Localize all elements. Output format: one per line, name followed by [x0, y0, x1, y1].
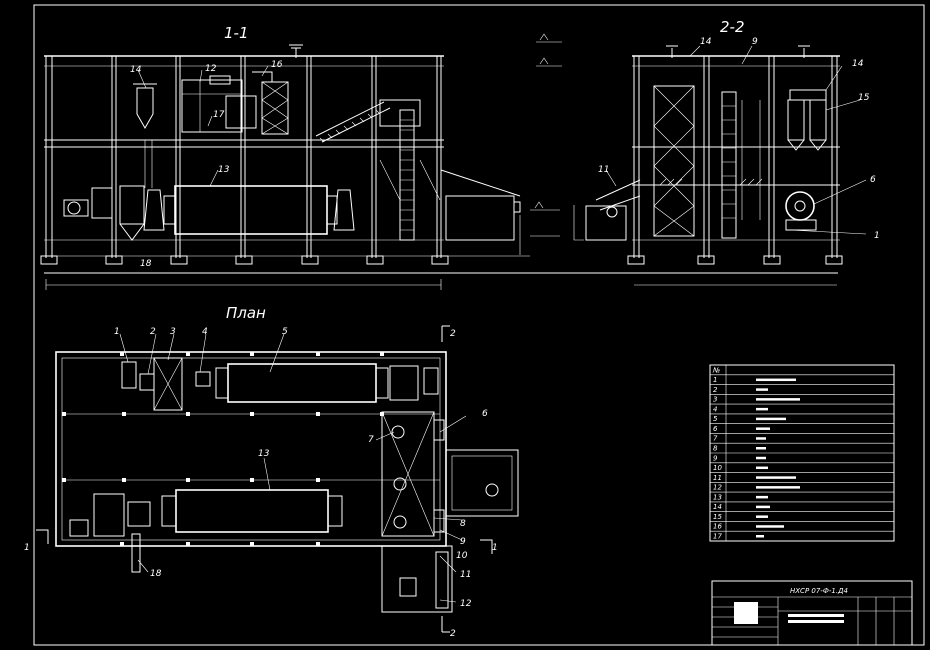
callout-2-14a: 14 [700, 37, 712, 47]
spec-row-text-mark [756, 535, 764, 538]
callout-14: 14 [130, 65, 142, 75]
plan-callout-8: 8 [460, 519, 466, 529]
spec-row-number: 8 [713, 445, 718, 453]
callout-2-15: 15 [858, 93, 870, 103]
plan-callout-10: 10 [456, 551, 468, 561]
plan-callout-13: 13 [258, 449, 270, 459]
cut-mark-2-bottom: 2 [450, 629, 456, 639]
plan-callout-18: 18 [150, 569, 162, 579]
spec-row-text-mark [756, 427, 770, 430]
plan-annex-bottom [381, 545, 453, 613]
spec-row-number: 15 [713, 513, 722, 521]
fan-6 [785, 191, 815, 221]
spec-row-text-mark [756, 466, 768, 470]
spec-row-text-mark [756, 437, 766, 440]
callout-2-14b: 14 [852, 59, 864, 69]
spec-row-text-mark [756, 417, 786, 421]
spec-row-number: 5 [713, 415, 718, 423]
callout-13: 13 [218, 165, 230, 175]
callout-17: 17 [213, 110, 225, 120]
plan-equipment-bay [381, 411, 435, 537]
spec-row-text-mark [756, 476, 796, 479]
spec-row-number: 14 [713, 503, 722, 511]
inclined-conveyor [315, 101, 391, 143]
plan-callout-7: 7 [368, 435, 374, 445]
plan-callout-4: 4 [202, 327, 208, 337]
spec-row-number: 10 [713, 464, 722, 472]
sheet-frame [33, 4, 925, 646]
spec-row-number: 12 [713, 484, 722, 492]
spec-row-text-mark [756, 486, 800, 489]
cut-mark-2-top: 2 [450, 329, 456, 339]
plan-callout-9: 9 [460, 537, 466, 547]
spec-row-number: 4 [713, 405, 717, 413]
plan-drum-13 [175, 489, 329, 533]
spec-row-number: 1 [713, 376, 717, 384]
tower-16 [261, 81, 289, 135]
spec-row-number: 17 [713, 533, 722, 541]
spec-row-text-mark [756, 515, 768, 518]
spec-row-text-mark [756, 407, 768, 411]
spec-row-number: 3 [713, 396, 717, 404]
elevator-9 [721, 91, 737, 239]
spec-row-text-mark [756, 398, 800, 401]
section-1-title: 1-1 [224, 24, 249, 42]
spec-row-number: 16 [713, 523, 722, 531]
spec-row-number: 7 [713, 435, 718, 443]
spec-row-text-mark [756, 505, 770, 509]
callout-12: 12 [205, 64, 217, 74]
plan-view: План [24, 304, 519, 639]
spec-row-number: 2 [713, 386, 718, 394]
spec-row-text-mark [756, 525, 784, 528]
plan-callout-3: 3 [170, 327, 176, 337]
callout-16: 16 [271, 60, 283, 70]
plan-callout-6: 6 [482, 409, 488, 419]
cyclone-14 [136, 87, 154, 130]
elevator-right [399, 109, 415, 241]
callout-2-9: 9 [752, 37, 758, 47]
callout-18: 18 [140, 259, 152, 269]
spec-row-text-mark [756, 495, 768, 499]
plan-callout-1: 1 [114, 327, 120, 337]
dryer-upper-12 [181, 79, 243, 133]
spec-row-number: 9 [713, 454, 718, 462]
section-2-2: 2-2 [570, 18, 880, 286]
plan-feeder-3 [153, 357, 183, 411]
spec-row-number: 13 [713, 493, 722, 501]
plan-annex [445, 449, 519, 517]
plan-drum-5 [227, 363, 377, 403]
spec-row-text-mark [756, 447, 766, 450]
spec-row-text-mark [756, 456, 766, 460]
cut-mark-1-right: 1 [492, 543, 498, 553]
external-bin [445, 195, 515, 241]
callout-2-6: 6 [870, 175, 876, 185]
spec-row-number: 11 [713, 474, 722, 482]
section-1-1: 1-1 [40, 24, 580, 290]
spec-row-number: 6 [713, 425, 718, 433]
cut-mark-1-left: 1 [24, 543, 30, 553]
callout-2-1: 1 [874, 231, 880, 241]
section-2-title: 2-2 [720, 18, 745, 36]
plan-title: План [226, 304, 266, 322]
callout-2-11: 11 [598, 165, 609, 175]
spec-row-text-mark [756, 388, 768, 391]
title-block: НХСР 07-Ф-1.Д4 [711, 580, 913, 646]
spec-row-text-mark [756, 378, 796, 382]
title-block-designation: НХСР 07-Ф-1.Д4 [790, 587, 848, 595]
plan-callout-2: 2 [150, 327, 156, 337]
plan-callout-5: 5 [282, 327, 288, 337]
lattice-column-left [653, 85, 695, 237]
spec-row-number: № [712, 366, 720, 374]
cyclone-15 [787, 89, 827, 151]
plan-callout-11: 11 [460, 570, 471, 580]
main-drum-13 [174, 185, 328, 235]
plan-callout-12: 12 [460, 599, 472, 609]
